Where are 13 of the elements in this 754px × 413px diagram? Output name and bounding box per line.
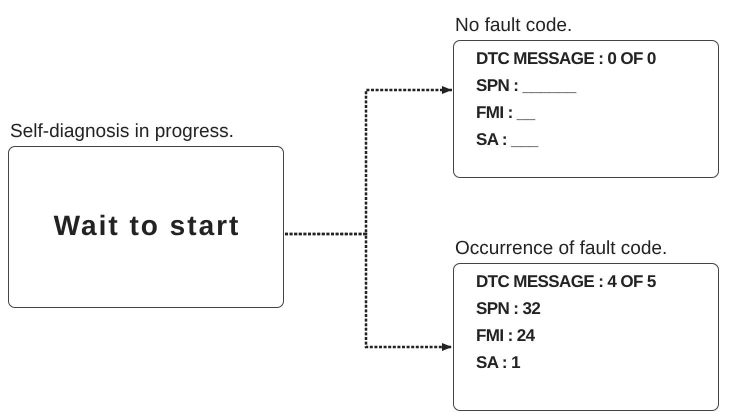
dtc-message-text: DTC MESSAGE : 4 OF 5 <box>476 272 656 292</box>
field-readout: FMI : 24 <box>476 326 534 346</box>
field-readout: SPN : ______ <box>476 76 576 96</box>
caption-text: Self-diagnosis in progress. <box>10 121 234 143</box>
field-readout: SA : ___ <box>476 130 538 150</box>
field-readout: SA : 1 <box>476 353 520 373</box>
status-message: Wait to start <box>52 210 242 242</box>
dtc-message-text: DTC MESSAGE : 0 OF 0 <box>476 49 656 69</box>
dotted-arrow <box>285 232 452 351</box>
field-readout: SPN : 32 <box>476 299 540 319</box>
caption-text: No fault code. <box>455 15 572 37</box>
field-readout: FMI : __ <box>476 103 534 123</box>
caption-text: Occurrence of fault code. <box>455 238 668 260</box>
